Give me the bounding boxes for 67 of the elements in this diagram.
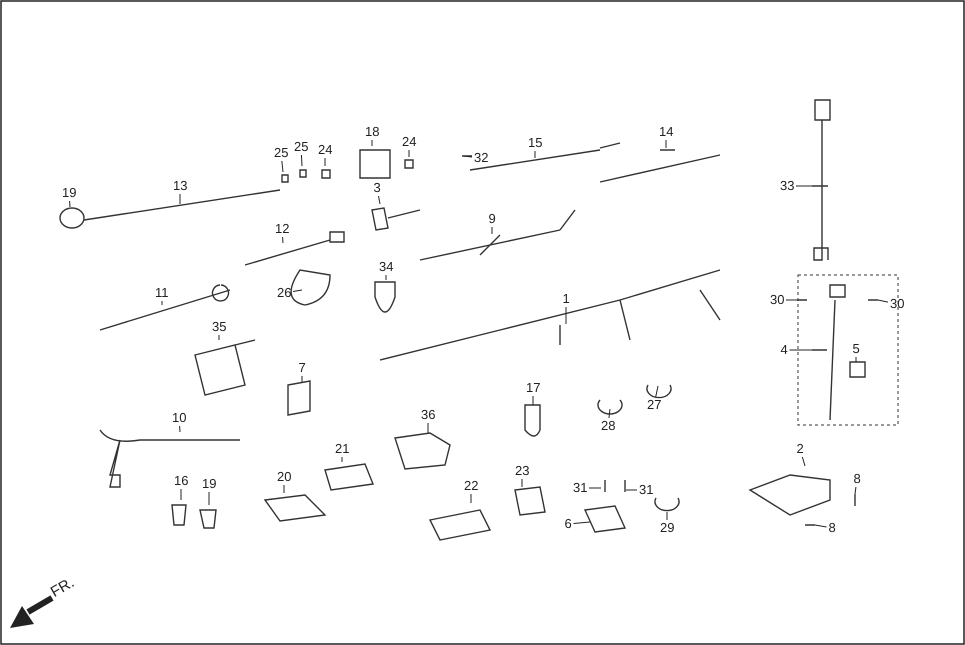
callout-number: 33 — [779, 179, 796, 193]
leader-line — [655, 386, 658, 398]
leader-line — [378, 196, 380, 204]
callout-number: 35 — [211, 320, 228, 334]
leader-line — [802, 456, 806, 466]
callout-number: 13 — [172, 179, 188, 193]
callout-number: 24 — [401, 135, 418, 149]
callout-number: 4 — [780, 343, 789, 357]
leader-line — [666, 512, 668, 520]
front-direction-label: FR. — [48, 574, 78, 601]
callout-number: 25 — [293, 140, 310, 154]
leader-line — [179, 426, 180, 432]
leader-line — [292, 290, 302, 292]
leader-line — [218, 334, 220, 340]
callout-number: 31 — [572, 481, 588, 495]
callout-number: 3 — [372, 181, 382, 195]
callout-number: 27 — [646, 398, 662, 412]
leader-line — [281, 160, 284, 172]
callout-number: 8 — [852, 472, 862, 486]
callout-number: 12 — [274, 222, 290, 236]
leader-line — [878, 300, 888, 303]
leader-line — [814, 524, 827, 528]
leader-line — [180, 488, 182, 500]
callout-number: 20 — [276, 470, 292, 484]
leader-line — [408, 150, 410, 158]
callout-number: 6 — [564, 517, 573, 531]
callout-number: 31 — [638, 483, 654, 497]
callout-number: 17 — [525, 381, 542, 395]
callout-number: 16 — [173, 474, 190, 488]
leader-line — [462, 156, 472, 158]
callout-number: 7 — [298, 361, 307, 375]
callout-number: 14 — [658, 125, 674, 139]
callout-number: 36 — [420, 408, 436, 422]
callout-number: 1 — [562, 292, 571, 306]
callout-number: 29 — [659, 521, 676, 535]
callout-number: 25 — [273, 146, 290, 160]
callout-number: 34 — [378, 260, 394, 274]
leader-line — [573, 522, 590, 524]
callout-number: 30 — [889, 297, 906, 311]
leader-line — [324, 158, 326, 166]
leader-line — [608, 408, 610, 418]
callout-number: 18 — [364, 125, 380, 139]
callout-number: 19 — [61, 186, 78, 200]
leader-line — [854, 486, 856, 494]
callout-number: 8 — [828, 521, 837, 535]
callout-number: 11 — [154, 286, 170, 300]
callout-number: 28 — [600, 419, 616, 433]
leader-line — [282, 236, 284, 244]
leader-line — [69, 200, 70, 208]
callout-number: 2 — [796, 442, 805, 456]
callout-number: 5 — [852, 342, 861, 356]
leader-line — [532, 396, 534, 406]
callout-number: 30 — [769, 293, 786, 307]
leader-line — [470, 494, 472, 504]
callout-number: 10 — [171, 411, 188, 425]
leader-line — [534, 150, 536, 158]
leader-line — [300, 154, 302, 166]
callout-number: 26 — [276, 286, 292, 300]
callout-number: 21 — [334, 442, 350, 456]
callout-number: 23 — [514, 464, 530, 478]
leader-line — [208, 492, 210, 506]
callout-number: 9 — [488, 212, 497, 226]
callout-number: 19 — [201, 477, 218, 491]
callout-number: 15 — [527, 136, 544, 150]
callout-number: 24 — [317, 143, 334, 157]
callout-number: 22 — [463, 479, 480, 493]
callout-number: 32 — [473, 151, 490, 165]
